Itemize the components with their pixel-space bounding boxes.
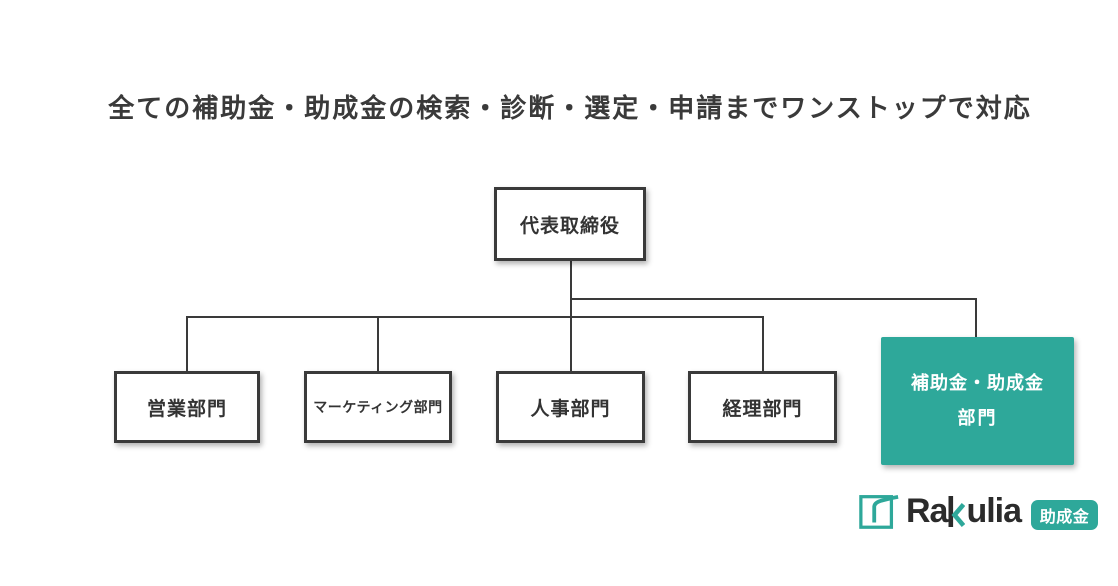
subsidy-badge-label: 助成金	[1039, 509, 1090, 526]
connector-right-horizontal	[570, 298, 977, 300]
org-node-ceo: 代表取締役	[494, 187, 646, 261]
connector-main-horizontal	[186, 316, 764, 318]
connector-accounting-vertical	[762, 316, 764, 371]
connector-sales-vertical	[186, 316, 188, 371]
org-node-subsidy-label-line1: 補助金・助成金	[911, 373, 1044, 393]
org-node-accounting: 経理部門	[688, 371, 837, 443]
brand-name: Ra ulia	[906, 491, 1022, 531]
org-node-marketing: マーケティング部門	[304, 371, 452, 443]
brand-name-pre: Ra	[906, 491, 948, 530]
subsidy-badge: 助成金	[1031, 500, 1098, 530]
org-node-sales: 営業部門	[114, 371, 260, 443]
org-node-subsidy-label-line2: 部門	[957, 408, 998, 428]
org-node-subsidy-highlighted: 補助金・助成金 部門	[881, 337, 1074, 465]
connector-marketing-vertical	[377, 316, 379, 371]
org-node-accounting-label: 経理部門	[722, 398, 803, 420]
k-letter-accent-icon	[948, 495, 966, 527]
rakulia-logo-mark-icon	[859, 494, 899, 529]
connector-subsidy-vertical	[975, 298, 977, 337]
org-node-hr-label: 人事部門	[530, 398, 611, 420]
page-title: 全ての補助金・助成金の検索・診断・選定・申請までワンストップで対応	[108, 93, 1032, 123]
org-node-hr: 人事部門	[496, 371, 645, 443]
org-node-sales-label: 営業部門	[146, 398, 227, 420]
brand-name-post: ulia	[966, 491, 1022, 530]
org-node-marketing-label: マーケティング部門	[313, 399, 443, 415]
org-node-ceo-label: 代表取締役	[519, 215, 620, 237]
brand-logo: Ra ulia	[858, 490, 1022, 532]
